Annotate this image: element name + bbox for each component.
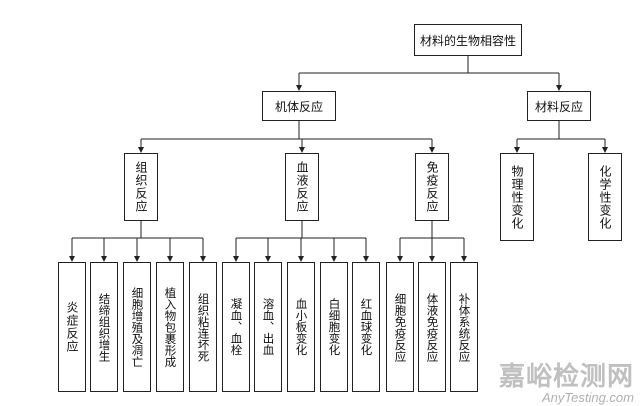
arrowhead xyxy=(296,85,302,91)
arrowhead xyxy=(514,147,520,153)
leaf-wbc: 白细胞变化 xyxy=(320,262,348,392)
arrowhead xyxy=(134,256,140,262)
leaf-adhesion: 组织粘连坏死 xyxy=(189,262,217,392)
node-material-reaction: 材料反应 xyxy=(527,91,591,121)
node-immune-reaction: 免疫反应 xyxy=(415,153,449,221)
node-root: 材料的生物相容性 xyxy=(414,24,522,56)
arrowhead xyxy=(233,256,239,262)
leaf-hemolysis: 溶血、出血 xyxy=(254,262,282,392)
leaf-apoptosis: 细胞增殖及凋亡 xyxy=(123,262,151,392)
arrowhead xyxy=(298,256,304,262)
arrowhead xyxy=(397,256,403,262)
arrowhead xyxy=(363,256,369,262)
leaf-fibrosis: 结缔组织增生 xyxy=(90,262,118,392)
watermark-en: AnyTesting.com xyxy=(541,390,634,405)
arrowhead xyxy=(167,256,173,262)
arrowhead xyxy=(299,147,305,153)
node-physical-change: 物理性变化 xyxy=(500,153,534,241)
arrowhead xyxy=(331,256,337,262)
arrowhead xyxy=(200,256,206,262)
arrowhead xyxy=(138,147,144,153)
arrowhead xyxy=(556,85,562,91)
leaf-complement: 补体系统反应 xyxy=(450,262,478,392)
node-chemical-change: 化学性变化 xyxy=(588,153,622,241)
leaf-coagulation: 凝血、血栓 xyxy=(222,262,250,392)
arrowhead xyxy=(429,256,435,262)
node-body-reaction: 机体反应 xyxy=(262,91,336,121)
arrowhead xyxy=(101,256,107,262)
leaf-inflammation: 炎症反应 xyxy=(58,262,86,392)
node-tissue-reaction: 组织反应 xyxy=(124,153,158,221)
leaf-platelet: 血小板变化 xyxy=(287,262,315,392)
watermark-logo: 嘉峪检测网 AnyTesting.com xyxy=(499,364,634,404)
leaf-humoral-immune: 体液免疫反应 xyxy=(418,262,446,392)
arrowhead xyxy=(69,256,75,262)
leaf-encapsulation: 植入物包裹形成 xyxy=(156,262,184,392)
watermark-cn: 嘉峪检测网 xyxy=(498,362,634,392)
arrowhead xyxy=(461,256,467,262)
node-blood-reaction: 血液反应 xyxy=(285,153,319,221)
arrowhead xyxy=(602,147,608,153)
leaf-rbc: 红血球变化 xyxy=(352,262,380,392)
leaf-cellular-immune: 细胞免疫反应 xyxy=(386,262,414,392)
arrowhead xyxy=(429,147,435,153)
arrowhead xyxy=(265,256,271,262)
